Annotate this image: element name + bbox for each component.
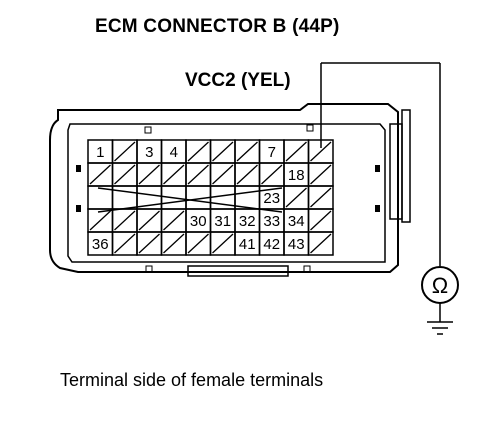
tab-bottom-right: [303, 265, 311, 273]
connector-title: ECM CONNECTOR B (44P): [95, 16, 340, 37]
tab-top-left: [144, 126, 152, 134]
terminal-number-18: 18: [288, 167, 305, 184]
terminal-number-34: 34: [288, 213, 305, 230]
tab-top-right: [306, 124, 314, 132]
unused-terminal-hatch: [285, 141, 307, 162]
side-mark-right-2: [375, 205, 380, 212]
terminal-number-23: 23: [263, 190, 280, 207]
wire-label: VCC2 (YEL): [185, 70, 291, 91]
unused-terminal-hatch: [310, 187, 332, 208]
unused-terminal-hatch: [212, 164, 234, 185]
view-caption: Terminal side of female terminals: [60, 370, 324, 390]
terminal-number-41: 41: [239, 236, 256, 253]
unused-terminal-hatch: [114, 141, 136, 162]
unused-terminal-hatch: [138, 233, 160, 254]
side-mark-left-1: [76, 165, 81, 172]
side-mark-right-1: [375, 165, 380, 172]
unused-terminal-hatch: [187, 141, 209, 162]
unused-terminal-hatch: [261, 164, 283, 185]
terminal-number-30: 30: [190, 213, 207, 230]
unused-terminal-hatch: [89, 210, 111, 231]
ohmmeter-circuit: [320, 62, 459, 335]
unused-terminal-hatch: [163, 164, 185, 185]
terminal-number-3: 3: [145, 144, 153, 161]
housing-outline: [49, 103, 399, 273]
terminal-number-33: 33: [263, 213, 280, 230]
connector-housing: [49, 103, 411, 277]
unused-terminal-hatch: [114, 210, 136, 231]
unused-terminal-hatch: [310, 210, 332, 231]
terminal-number-36: 36: [92, 236, 109, 253]
unused-terminal-hatch: [187, 164, 209, 185]
housing-inner: [67, 123, 386, 263]
blocked-cavity-mark: [97, 187, 283, 213]
terminal-number-43: 43: [288, 236, 305, 253]
unused-terminal-hatch: [114, 164, 136, 185]
key-slot-bottom: [187, 265, 289, 277]
blocked-cavity-diagonal-2: [97, 187, 283, 213]
side-mark-left-2: [76, 205, 81, 212]
unused-terminal-hatch: [163, 233, 185, 254]
housing-latch-right: [389, 123, 403, 220]
terminal-number-42: 42: [263, 236, 280, 253]
terminal-number-1: 1: [96, 144, 104, 161]
terminal-cavity: [111, 185, 138, 210]
unused-terminal-hatch: [310, 164, 332, 185]
housing-latch-right-lower: [401, 109, 411, 223]
terminal-number-32: 32: [239, 213, 256, 230]
unused-terminal-hatch: [236, 164, 258, 185]
terminal-number-4: 4: [170, 144, 178, 161]
ohm-icon: Ω: [432, 273, 448, 298]
unused-terminal-hatch: [114, 233, 136, 254]
unused-terminal-hatch: [163, 210, 185, 231]
tab-bottom-left: [145, 265, 153, 273]
unused-terminal-hatch: [310, 141, 332, 162]
unused-terminal-hatch: [310, 233, 332, 254]
unused-terminal-hatch: [212, 141, 234, 162]
unused-terminal-hatch: [138, 210, 160, 231]
unused-terminal-hatch: [138, 164, 160, 185]
unused-terminal-hatch: [89, 164, 111, 185]
terminal-cavity: [307, 231, 334, 256]
unused-terminal-hatch: [187, 233, 209, 254]
terminal-number-31: 31: [214, 213, 231, 230]
unused-terminal-hatch: [285, 187, 307, 208]
terminal-cavity: [234, 185, 261, 210]
unused-terminal-hatch: [212, 233, 234, 254]
terminal-number-7: 7: [268, 144, 276, 161]
unused-terminal-hatch: [236, 141, 258, 162]
